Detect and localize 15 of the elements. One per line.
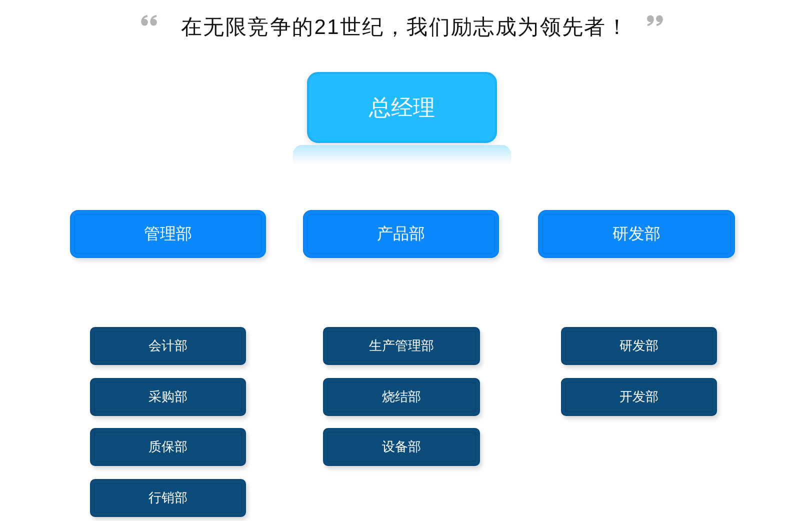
manager-box: 总经理 <box>307 72 497 143</box>
department-box: 管理部 <box>70 210 266 258</box>
section-box: 质保部 <box>90 428 246 466</box>
section-box: 会计部 <box>90 327 246 365</box>
section-box: 开发部 <box>561 378 717 416</box>
section-box: 研发部 <box>561 327 717 365</box>
section-box: 设备部 <box>323 428 480 466</box>
section-box: 行销部 <box>90 479 246 517</box>
title: 在无限竞争的21世纪，我们励志成为领先者！ <box>181 15 629 41</box>
section-box: 生产管理部 <box>323 327 480 365</box>
section-box: 烧结部 <box>323 378 480 416</box>
department-box: 产品部 <box>303 210 499 258</box>
box-reflection <box>293 145 511 164</box>
section-box: 采购部 <box>90 378 246 416</box>
department-box: 研发部 <box>538 210 735 258</box>
